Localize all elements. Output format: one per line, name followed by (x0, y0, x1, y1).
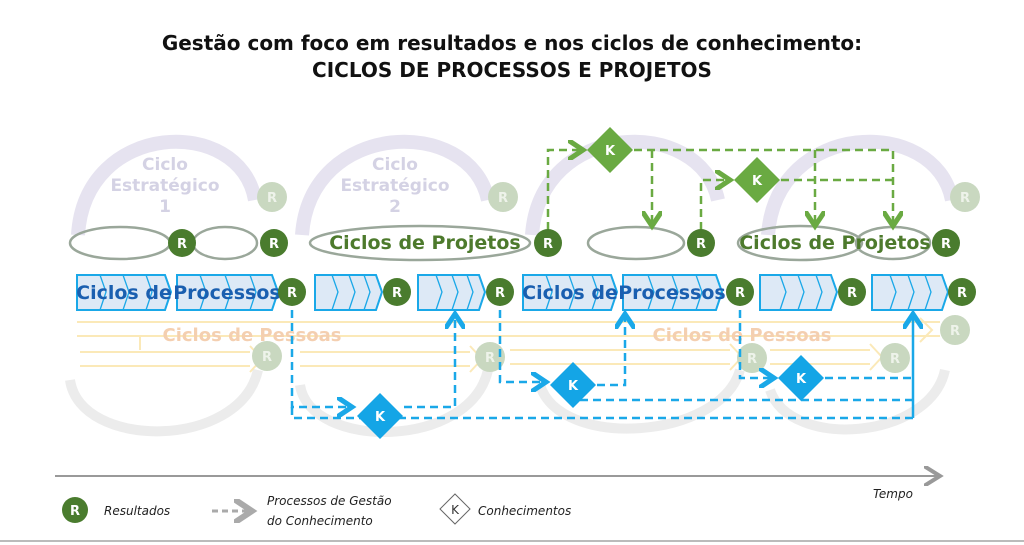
svg-text:K: K (796, 372, 807, 387)
strategic-cycle-2-label: Ciclo Estratégico 2 (340, 155, 449, 217)
result-icon: R (168, 229, 196, 257)
svg-text:R: R (392, 286, 402, 301)
faded-result-icon: R (940, 315, 970, 345)
svg-text:Estratégico: Estratégico (110, 176, 219, 196)
result-markers: R R R R R R R R R R R (168, 229, 976, 306)
knowledge-markers: K K K K K (357, 127, 824, 439)
knowledge-diamond-blue: K (550, 362, 596, 408)
project-cycles-label-1: Ciclos de Projetos (329, 232, 521, 254)
svg-text:K: K (568, 379, 579, 394)
svg-text:K: K (375, 410, 386, 425)
result-icon: R (260, 229, 288, 257)
svg-text:Estratégico: Estratégico (340, 176, 449, 196)
faded-result-icon: R (475, 342, 505, 372)
svg-text:R: R (177, 237, 187, 252)
svg-text:R: R (287, 286, 297, 301)
svg-text:R: R (957, 286, 967, 301)
result-icon: R (486, 278, 514, 306)
faded-result-icon: R (257, 182, 287, 212)
svg-text:R: R (696, 237, 706, 252)
result-icon: R (948, 278, 976, 306)
svg-text:R: R (495, 286, 505, 301)
svg-text:R: R (262, 350, 272, 365)
title-line-2: CICLOS DE PROCESSOS E PROJETOS (312, 58, 712, 82)
svg-text:R: R (890, 352, 900, 367)
svg-text:R: R (735, 286, 745, 301)
svg-text:K: K (451, 503, 460, 517)
people-cycles-label-1: Ciclos de Pessoas (163, 325, 342, 346)
legend: R Resultados Processos de Gestão do Conh… (62, 493, 571, 528)
svg-text:K: K (605, 144, 616, 159)
svg-text:R: R (485, 351, 495, 366)
process-cycles-label-part2: Processos (173, 282, 280, 304)
svg-text:R: R (950, 324, 960, 339)
result-icon: R (932, 229, 960, 257)
result-icon: R (687, 229, 715, 257)
svg-text:R: R (543, 237, 553, 252)
process-cycles-label-part2: Processos (618, 282, 725, 304)
faded-result-markers: R R R R R R R R (252, 182, 980, 373)
faded-result-icon: R (737, 343, 767, 373)
result-icon: R (726, 278, 754, 306)
process-knowledge-flows (290, 310, 913, 420)
legend-results-label: Resultados (104, 504, 170, 518)
time-axis-label: Tempo (873, 487, 913, 501)
svg-text:Ciclo: Ciclo (372, 155, 418, 175)
result-icon: R (838, 278, 866, 306)
knowledge-diamond-green: K (587, 127, 633, 173)
process-cycles-label-part1: Ciclos de (76, 282, 172, 304)
svg-text:R: R (70, 504, 80, 519)
svg-text:R: R (747, 352, 757, 367)
svg-text:R: R (267, 191, 277, 206)
knowledge-diamond-blue: K (357, 393, 403, 439)
svg-text:2: 2 (389, 197, 401, 217)
legend-process-label-2: do Conhecimento (267, 514, 373, 528)
faded-result-icon: R (880, 343, 910, 373)
knowledge-diamond-green: K (734, 157, 780, 203)
svg-text:1: 1 (159, 197, 171, 217)
legend-process-label-1: Processos de Gestão (267, 494, 392, 508)
svg-text:R: R (498, 191, 508, 206)
svg-text:R: R (941, 237, 951, 252)
result-icon: R (383, 278, 411, 306)
strategic-cycle-1-label: Ciclo Estratégico 1 (110, 155, 219, 217)
project-cycles-label-2: Ciclos de Projetos (739, 232, 931, 254)
legend-result-icon: R (62, 497, 88, 523)
svg-text:R: R (269, 237, 279, 252)
result-icon: R (278, 278, 306, 306)
people-cycles-label-2: Ciclos de Pessoas (653, 325, 832, 346)
faded-result-icon: R (252, 341, 282, 371)
faded-result-icon: R (950, 182, 980, 212)
legend-knowledge-icon: K (439, 493, 471, 525)
title-line-1: Gestão com foco em resultados e nos cicl… (162, 31, 862, 55)
process-cycles-label-part1: Ciclos de (522, 282, 618, 304)
project-knowledge-flows (546, 150, 893, 230)
faded-result-icon: R (488, 182, 518, 212)
knowledge-diamond-blue: K (778, 355, 824, 401)
svg-text:Ciclo: Ciclo (142, 155, 188, 175)
result-icon: R (534, 229, 562, 257)
people-cycle-arcs (65, 368, 950, 437)
process-cycles (76, 274, 950, 311)
legend-knowledge-label: Conhecimentos (478, 504, 571, 518)
svg-text:R: R (847, 286, 857, 301)
svg-text:R: R (960, 191, 970, 206)
svg-text:K: K (752, 174, 763, 189)
